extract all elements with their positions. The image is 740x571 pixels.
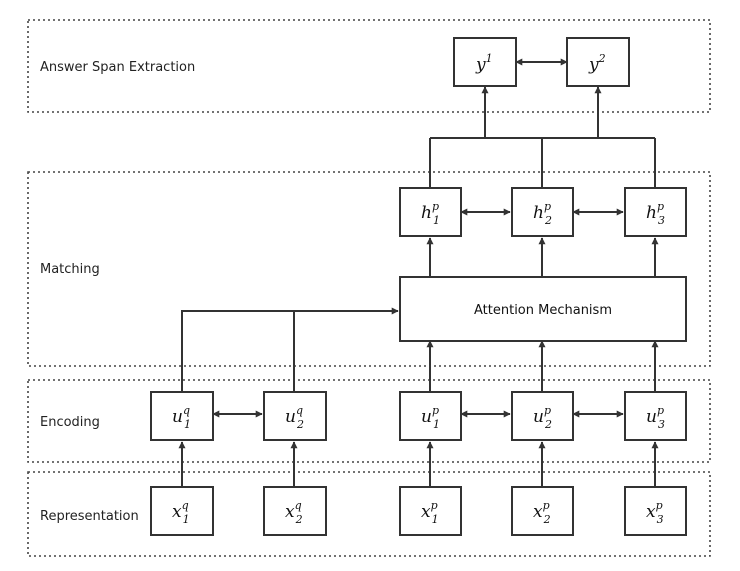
node-y1: y1 — [475, 52, 493, 75]
representation-layer-box — [27, 471, 711, 557]
node-uq1-box — [150, 391, 214, 441]
node-xq1-box — [150, 486, 214, 536]
attention-mechanism-label: Attention Mechanism — [474, 303, 612, 318]
node-h1-box — [399, 187, 462, 237]
encoding-layer-label: Encoding — [40, 415, 100, 430]
node-uq2-box — [263, 391, 327, 441]
node-up3-box — [624, 391, 687, 441]
node-up1-box — [399, 391, 462, 441]
node-h3-box — [624, 187, 687, 237]
node-h2-box — [511, 187, 574, 237]
edge-uq-attention — [181, 307, 399, 392]
node-xp2-box — [511, 486, 574, 536]
matching-layer-label: Matching — [40, 262, 100, 277]
attention-mechanism-box — [399, 276, 687, 342]
edges — [178, 58, 659, 487]
node-y2: y2 — [588, 52, 606, 75]
node-y2-box — [566, 37, 630, 87]
encoding-layer-box — [27, 379, 711, 463]
node-y1-box — [453, 37, 517, 87]
representation-layer-label: Representation — [40, 509, 139, 524]
matching-layer-box — [27, 171, 711, 367]
node-xp3-box — [624, 486, 687, 536]
node-up2-box — [511, 391, 574, 441]
answer-layer-label: Answer Span Extraction — [40, 60, 195, 75]
node-xq2-box — [263, 486, 327, 536]
node-xp1-box — [399, 486, 462, 536]
answer-layer-box — [27, 19, 711, 113]
